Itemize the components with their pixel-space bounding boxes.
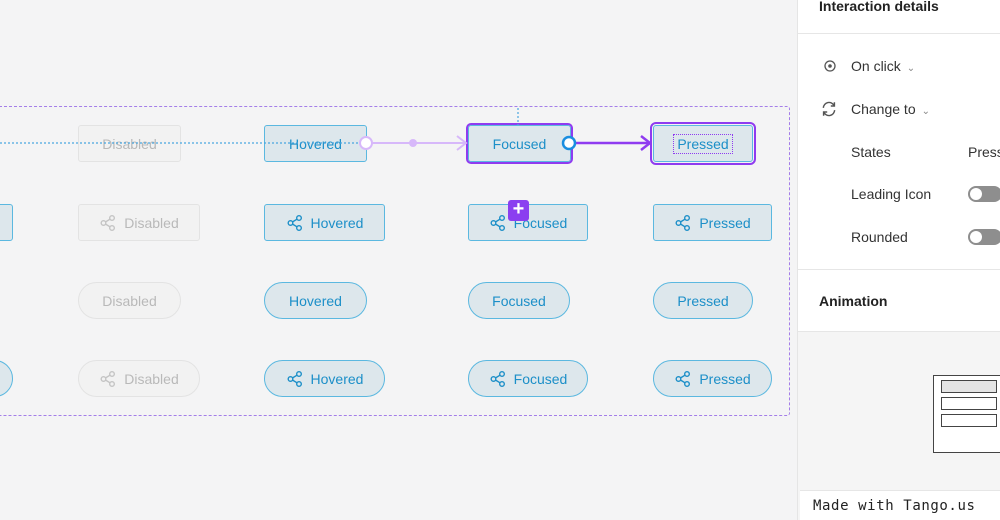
rounded-property-row: Rounded (798, 224, 1000, 250)
button-hovered-r4[interactable]: Hovered (264, 360, 385, 397)
component-set-selection[interactable] (0, 106, 790, 416)
divider (798, 33, 1000, 34)
button-label: Hovered (310, 214, 364, 231)
states-label: States (851, 144, 891, 160)
button-label: Disabled (124, 214, 179, 231)
trigger-label: On click (851, 58, 901, 74)
button-pressed-r2[interactable]: Pressed (653, 204, 772, 241)
add-interaction-handle[interactable]: + (508, 198, 529, 221)
button-pressed-r4[interactable]: Pressed (653, 360, 772, 397)
button-focused-r3[interactable]: Focused (468, 282, 570, 319)
interaction-details-panel: Interaction details On click ⌄ Change to ⌄… (797, 0, 1000, 520)
button-focused-r1[interactable]: Focused (466, 123, 573, 164)
animation-preview-area (798, 332, 1000, 520)
share-icon (100, 214, 116, 231)
share-icon (100, 370, 116, 387)
animation-section-title: Animation (819, 293, 888, 309)
preview-bar (941, 414, 997, 427)
button-hovered-r2[interactable]: Hovered (264, 204, 385, 241)
trigger-dropdown[interactable]: On click ⌄ (798, 53, 1000, 79)
button-label: Focused (513, 370, 568, 387)
trigger-target-icon (824, 60, 836, 72)
button-label: Disabled (102, 135, 157, 152)
button-pressed-r1[interactable]: Pressed (650, 122, 756, 165)
rounded-label: Rounded (851, 229, 908, 245)
states-value[interactable]: Pressed (968, 144, 1000, 160)
share-icon (490, 370, 505, 387)
button-focused-r2[interactable]: Focused (468, 204, 588, 241)
button-hovered-r3[interactable]: Hovered (264, 282, 367, 319)
button-pressed-r3[interactable]: Pressed (653, 282, 753, 319)
design-canvas[interactable]: Disabled Hovered Focused Pressed Disable… (0, 0, 797, 520)
button-label: Pressed (699, 214, 751, 231)
chevron-down-icon: ⌄ (921, 106, 930, 117)
button-label: Disabled (124, 370, 179, 387)
share-icon (287, 214, 302, 231)
button-label: Focused (492, 292, 546, 309)
button-label: Pressed (677, 292, 729, 309)
button-disabled-r1[interactable]: Disabled (78, 125, 181, 162)
action-label: Change to (851, 101, 916, 117)
button-label: Disabled (102, 292, 157, 309)
share-icon (287, 370, 302, 387)
preview-bar (941, 380, 997, 393)
chevron-down-icon: ⌄ (906, 63, 916, 74)
button-focused-r4[interactable]: Focused (468, 360, 588, 397)
share-icon (490, 214, 505, 231)
button-label: Focused (492, 135, 547, 152)
divider (798, 269, 1000, 270)
animation-preview-frame (933, 375, 1000, 453)
button-label: Hovered (289, 292, 342, 309)
divider (798, 331, 1000, 332)
swap-arrows-icon (822, 101, 836, 117)
button-label: Hovered (310, 370, 364, 387)
rounded-toggle[interactable] (968, 229, 1000, 245)
button-label: Hovered (289, 135, 342, 152)
offscreen-button-row2[interactable] (0, 204, 13, 241)
button-disabled-r4[interactable]: Disabled (78, 360, 200, 397)
preview-bar (941, 397, 997, 410)
panel-title: Interaction details (819, 0, 939, 14)
share-icon (675, 214, 691, 231)
plus-icon: + (512, 198, 525, 220)
button-disabled-r2[interactable]: Disabled (78, 204, 200, 241)
leading-icon-toggle[interactable] (968, 186, 1000, 202)
share-icon (675, 370, 691, 387)
states-property-row[interactable]: States Pressed (798, 139, 1000, 165)
action-dropdown[interactable]: Change to ⌄ (798, 96, 1000, 122)
tango-watermark: Made with Tango.us (800, 490, 1000, 520)
button-label: Pressed (699, 370, 751, 387)
leading-icon-property-row: Leading Icon (798, 181, 1000, 207)
button-label: Pressed (673, 133, 733, 154)
button-hovered-r1[interactable]: Hovered (264, 125, 367, 162)
leading-icon-label: Leading Icon (851, 186, 932, 202)
button-disabled-r3[interactable]: Disabled (78, 282, 181, 319)
